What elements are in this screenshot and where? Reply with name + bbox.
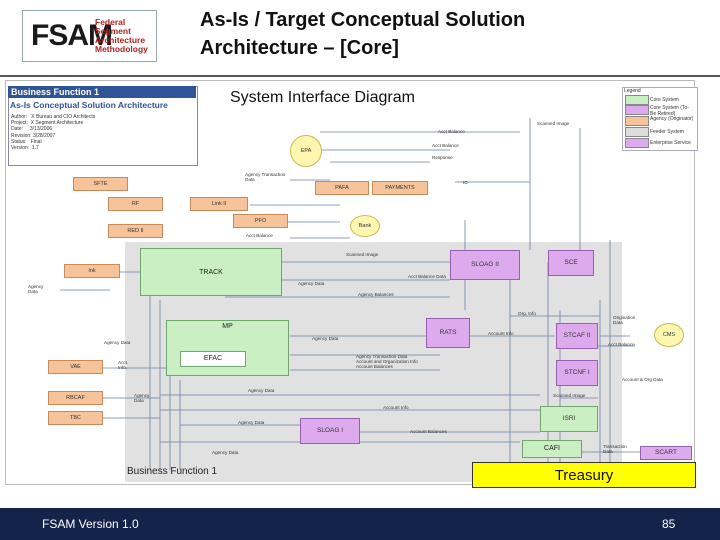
system-box: ISRI [540, 406, 598, 432]
connector-label: Response [432, 155, 453, 160]
header-divider [0, 75, 720, 77]
system-box: RBCAF [48, 391, 103, 405]
legend-swatch [625, 95, 649, 105]
legend-label: Core System [650, 97, 679, 103]
connector-label: Acct Balance [608, 342, 635, 347]
business-function-label: Business Function 1 [127, 466, 218, 477]
system-box: SLOAG II [450, 250, 520, 280]
connector-label: Account Balances [410, 429, 447, 434]
connector-label: Org. Info [518, 311, 536, 316]
connector-label: Agency Data [104, 340, 131, 345]
connector-label: Transaction Data [603, 444, 627, 455]
connector-label: Origination Data [613, 315, 636, 326]
legend-label: Core System (To-Be Retired) [650, 105, 689, 117]
system-box: CAFI [522, 440, 582, 458]
connector-label: Agency Transaction Data Account and Orga… [356, 354, 418, 370]
connector-label: Agency Data [238, 420, 265, 425]
connector-label: Agency Transaction Data [245, 172, 286, 183]
system-box: MP [166, 320, 289, 376]
system-box: VAE [48, 360, 103, 374]
treasury-box: Treasury [472, 462, 696, 488]
footer-version: FSAM Version 1.0 [42, 517, 139, 531]
system-box: STCAF II [556, 323, 598, 349]
legend-swatch [625, 105, 649, 115]
connector-label: Scanned Image [346, 252, 379, 257]
connector-label: Account Info [383, 405, 409, 410]
legend-label: Enterprise Service [650, 140, 691, 146]
connector-label: Scanned Image [537, 121, 570, 126]
connector-label: Account & Org Data [622, 377, 663, 382]
panel-metadata: Author: X Bureau and CIO Architects Proj… [11, 114, 96, 152]
logo-subtitle: Federal Segment Architecture Methodology [95, 17, 148, 54]
page-number: 85 [662, 517, 676, 531]
legend-label: Agency (Originator) [650, 116, 694, 122]
connector-label: Acct Balance [246, 233, 273, 238]
connector-label: Scanned Image [553, 393, 586, 398]
system-box: SLOAG I [300, 418, 360, 444]
connector-label: Agency Data [134, 393, 150, 404]
system-box: TBC [48, 411, 103, 425]
system-box: Ink [64, 264, 120, 278]
system-box: Link II [190, 197, 248, 211]
system-box: PAFA [315, 181, 369, 195]
system-box: PFO [233, 214, 288, 228]
panel-subtitle: As-Is Conceptual Solution Architecture [10, 100, 168, 110]
panel-title: Business Function 1 [8, 86, 196, 98]
system-box: RF [108, 197, 163, 211]
connector-label: Acct Balance Data [408, 274, 446, 279]
system-box: RATS [426, 318, 470, 348]
footer-bar [0, 508, 720, 540]
connector-label: Agency Data [28, 284, 44, 295]
logo-wordmark: FSAM [31, 19, 113, 52]
connector-label: Agency Data [312, 336, 339, 341]
system-box: SFTE [73, 177, 128, 191]
fsam-logo: FSAM Federal Segment Architecture Method… [22, 10, 157, 62]
legend-swatch [625, 116, 649, 126]
system-box: SCART [640, 446, 692, 460]
connector-label: Agency Data [298, 281, 325, 286]
system-box: SCE [548, 250, 594, 276]
diagram-title: System Interface Diagram [230, 89, 415, 106]
connector-label: Agency Data [212, 450, 239, 455]
system-box: RED II [108, 224, 163, 238]
connector-label: Agency Data [248, 388, 275, 393]
connector-label: Acct. Info. [118, 360, 129, 371]
legend-label: Feeder System [650, 129, 684, 135]
system-circle: Bank [350, 215, 380, 237]
slide-title: As-Is / Target Conceptual Solution Archi… [200, 9, 526, 59]
connector-label: Account Info [488, 331, 514, 336]
system-circle: CMS [654, 323, 684, 347]
legend-swatch [625, 127, 649, 137]
connector-label: Acct Balance [438, 129, 465, 134]
connector-label: IO [463, 180, 468, 185]
legend-swatch [625, 138, 649, 148]
system-box: TRACK [140, 248, 282, 296]
system-box: EFAC [180, 351, 246, 367]
system-box: STCNF I [556, 360, 598, 386]
system-circle: EPA [290, 135, 322, 167]
legend-title: Legend [624, 88, 641, 94]
system-box: PAYMENTS [372, 181, 428, 195]
connector-label: Agency Balances [358, 292, 394, 297]
connector-label: Acct Balance [432, 143, 459, 148]
